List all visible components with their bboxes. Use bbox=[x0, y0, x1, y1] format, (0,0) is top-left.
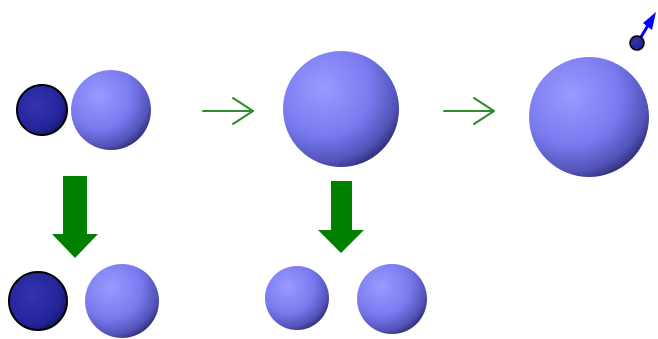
fragment-particle bbox=[265, 266, 329, 330]
light-particle bbox=[85, 264, 159, 338]
panel-collision bbox=[16, 70, 151, 150]
transition-arrow-icon bbox=[443, 97, 495, 125]
merged-particle bbox=[283, 51, 399, 167]
panel-merged bbox=[283, 51, 399, 167]
panel-emission bbox=[529, 12, 656, 177]
dark-particle bbox=[8, 271, 68, 331]
transition-arrow-icon bbox=[202, 97, 254, 125]
dark-particle bbox=[16, 84, 68, 136]
result-separated-pair bbox=[8, 264, 159, 338]
residual-particle bbox=[529, 57, 649, 177]
light-particle bbox=[71, 70, 151, 150]
down-arrow-icon bbox=[318, 181, 364, 253]
emission-arrow-icon bbox=[636, 12, 656, 44]
result-fission-fragments bbox=[265, 264, 427, 334]
fragment-particle bbox=[357, 264, 427, 334]
down-arrow-icon bbox=[52, 176, 98, 258]
